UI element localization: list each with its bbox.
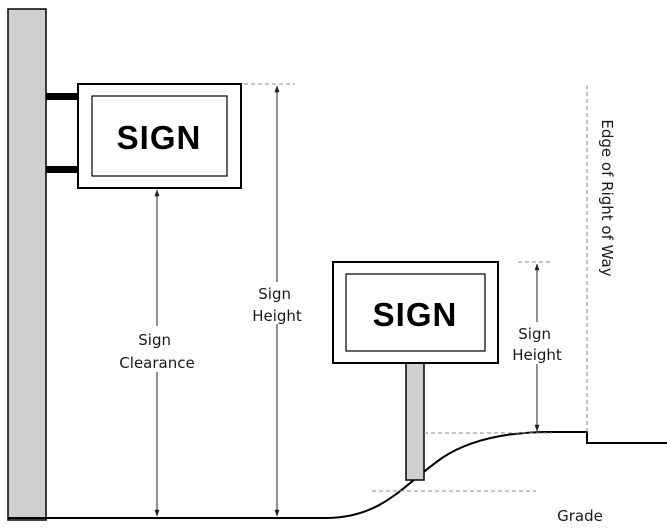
freestanding-sign: SIGN <box>332 261 499 364</box>
grade-line <box>8 431 667 519</box>
sign-clearance-label: Sign Clearance <box>119 331 194 372</box>
grade-label: Grade <box>557 507 603 525</box>
upper-bracket <box>46 93 80 100</box>
building-wall <box>7 8 47 521</box>
edge-of-right-of-way-label: Edge of Right of Way <box>598 119 616 276</box>
projecting-sign: SIGN <box>77 83 242 189</box>
sign-height-label-right: Sign Height <box>512 325 562 364</box>
freestanding-sign-text: SIGN <box>373 296 458 333</box>
lower-bracket <box>46 166 80 173</box>
sign-pole <box>405 362 425 481</box>
projecting-sign-text: SIGN <box>117 119 202 156</box>
sign-height-label-left: Sign Height <box>252 285 302 325</box>
